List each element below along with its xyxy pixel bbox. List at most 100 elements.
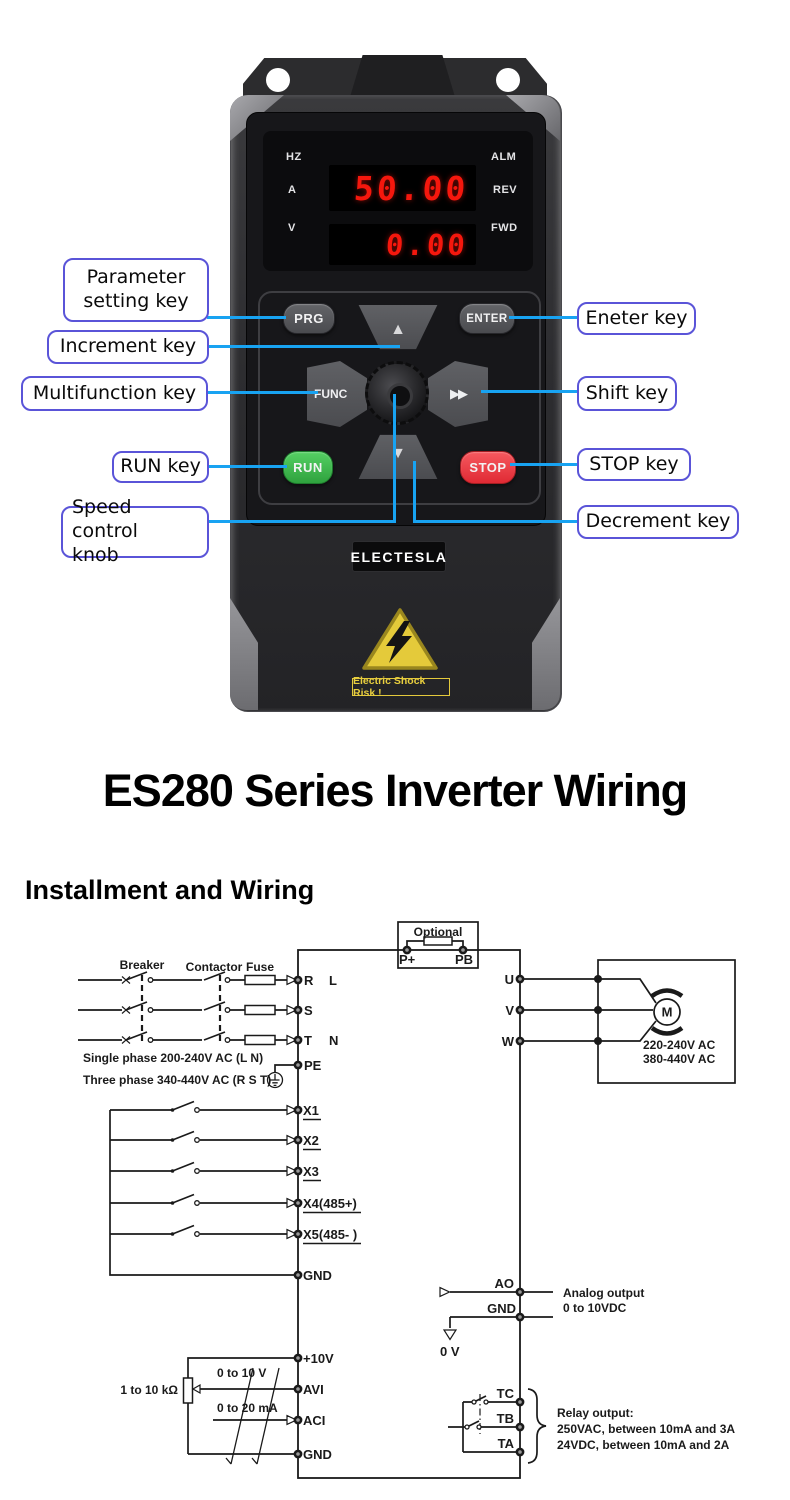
inverter-device: HZ A V ALM REV FWD 50.00 0.00 PRG ENTER … <box>230 55 562 712</box>
callout-text: RUN key <box>120 455 201 478</box>
terminal-pb: PB <box>455 952 473 967</box>
callout-text: STOP key <box>589 452 679 475</box>
terminal-avi: AVI <box>303 1382 324 1397</box>
signal-arrows <box>191 974 458 1426</box>
terminal-ao: AO <box>495 1276 515 1291</box>
up-arrow-button[interactable]: ▲ <box>358 305 438 350</box>
fuse-t <box>244 1034 276 1046</box>
terminal-tb: TB <box>497 1411 514 1426</box>
terminal-n: N <box>329 1033 338 1048</box>
speed-control-knob[interactable] <box>365 361 429 425</box>
mounting-hole-right <box>496 68 520 92</box>
motor-voltage-1: 220-240V AC <box>643 1038 716 1052</box>
callout-increment-key: Increment key <box>47 330 209 364</box>
callout-multifunction-key: Multifunction key <box>21 376 208 411</box>
line-decrement-key-v <box>413 461 416 523</box>
fuse-r <box>244 974 276 986</box>
run-button[interactable]: RUN <box>283 451 333 484</box>
indicator-v: V <box>288 222 296 234</box>
optional-title: Optional <box>414 925 463 939</box>
display-window-top: 50.00 <box>329 165 476 211</box>
terminal-tc: TC <box>497 1386 515 1401</box>
range-current-label: 0 to 20 mA <box>217 1401 278 1415</box>
shift-button[interactable]: ▶▶ <box>428 361 488 427</box>
terminal-p-plus: P+ <box>399 952 416 967</box>
line-increment-key <box>207 345 400 348</box>
page-title: ES280 Series Inverter Wiring <box>102 765 688 816</box>
motor-box <box>597 959 736 1084</box>
terminal-gnd-ao: GND <box>487 1301 516 1316</box>
line-stop-key <box>510 463 577 466</box>
stop-button[interactable]: STOP <box>460 451 516 484</box>
terminal-r: R <box>304 973 314 988</box>
terminal-x4: X4(485+) <box>303 1196 357 1211</box>
relay-note-3: 24VDC, between 10mA and 2A <box>557 1438 730 1452</box>
terminal-x2: X2 <box>303 1133 319 1148</box>
relay-note-2: 250VAC, between 10mA and 3A <box>557 1422 735 1436</box>
enter-button[interactable]: ENTER <box>459 303 515 334</box>
relay-brace <box>527 1388 547 1464</box>
analog-output-note-1: Analog output <box>563 1286 644 1300</box>
callout-stop-key: STOP key <box>577 448 691 481</box>
callout-text: Increment key <box>59 335 197 358</box>
single-phase-note: Single phase 200-240V AC (L N) <box>83 1051 263 1065</box>
inverter-box <box>297 949 521 1479</box>
breaker-label: Breaker <box>120 958 165 972</box>
indicator-alm: ALM <box>491 151 517 163</box>
callout-text: Multifunction key <box>32 381 197 404</box>
shift-fast-forward-icon: ▶▶ <box>450 386 468 401</box>
terminal-u: U <box>505 972 514 987</box>
terminal-x3: X3 <box>303 1164 319 1179</box>
keypad-frame <box>258 291 541 505</box>
potentiometer <box>182 1377 194 1404</box>
terminal-x1: X1 <box>303 1103 319 1118</box>
fuse-label: Fuse <box>246 960 274 974</box>
callout-speed-control-knob: Speed control knob <box>61 496 209 566</box>
callout-text: Speed control <box>72 496 138 543</box>
callout-text: Parameter <box>86 266 186 289</box>
breaker-x-marks <box>121 976 131 1044</box>
callout-run-key: RUN key <box>112 451 209 483</box>
terminal-pe: PE <box>304 1058 322 1073</box>
prg-button[interactable]: PRG <box>283 303 335 334</box>
terminal-v: V <box>505 1003 514 1018</box>
callout-enter-key: Eneter key <box>577 302 696 335</box>
switch-contacts <box>147 977 489 1430</box>
warning-text: Electric Shock Risk ! <box>352 675 450 699</box>
fuse-s <box>244 1004 276 1016</box>
knob-center <box>387 383 413 409</box>
electric-shock-warning-icon <box>362 608 438 670</box>
motor-label: M <box>662 1005 673 1020</box>
pot-label: 1 to 10 kΩ <box>120 1383 178 1397</box>
heatsink-top <box>350 55 455 97</box>
section-heading: Installment and Wiring <box>25 875 315 905</box>
indicator-a: A <box>288 184 297 196</box>
callout-text: Eneter key <box>585 306 688 329</box>
wiring-diagram: M <box>78 921 736 1479</box>
relay-note-1: Relay output: <box>557 1406 634 1420</box>
line-multifunction-key <box>206 391 318 394</box>
terminal-s: S <box>304 1003 313 1018</box>
terminal-gnd-digital: GND <box>303 1268 332 1283</box>
display-screen: HZ A V ALM REV FWD 50.00 0.00 <box>263 131 533 271</box>
terminal-aci: ACI <box>303 1413 325 1428</box>
func-button[interactable]: FUNC <box>307 361 367 427</box>
callout-parameter-setting-key: Parameter setting key <box>63 258 209 322</box>
line-speed-knob-v <box>393 394 396 523</box>
wires <box>78 940 657 1455</box>
up-arrow-icon: ▲ <box>390 321 406 338</box>
optional-box <box>397 921 479 969</box>
x-label-underlines <box>303 1118 361 1245</box>
shield-slashes <box>225 1367 280 1465</box>
terminal-t: T <box>304 1033 312 1048</box>
contactor-label: Contactor <box>186 960 243 974</box>
callout-shift-key: Shift key <box>577 376 677 411</box>
mounting-hole-left <box>266 68 290 92</box>
terminal-10v: +10V <box>303 1351 334 1366</box>
indicator-rev: REV <box>493 184 518 196</box>
motor-voltage-2: 380-440V AC <box>643 1052 716 1066</box>
callout-text: Shift key <box>585 381 669 404</box>
indicator-fwd: FWD <box>491 222 518 234</box>
line-decrement-key-h <box>413 520 577 523</box>
terminal-x5: X5(485- ) <box>303 1227 357 1242</box>
